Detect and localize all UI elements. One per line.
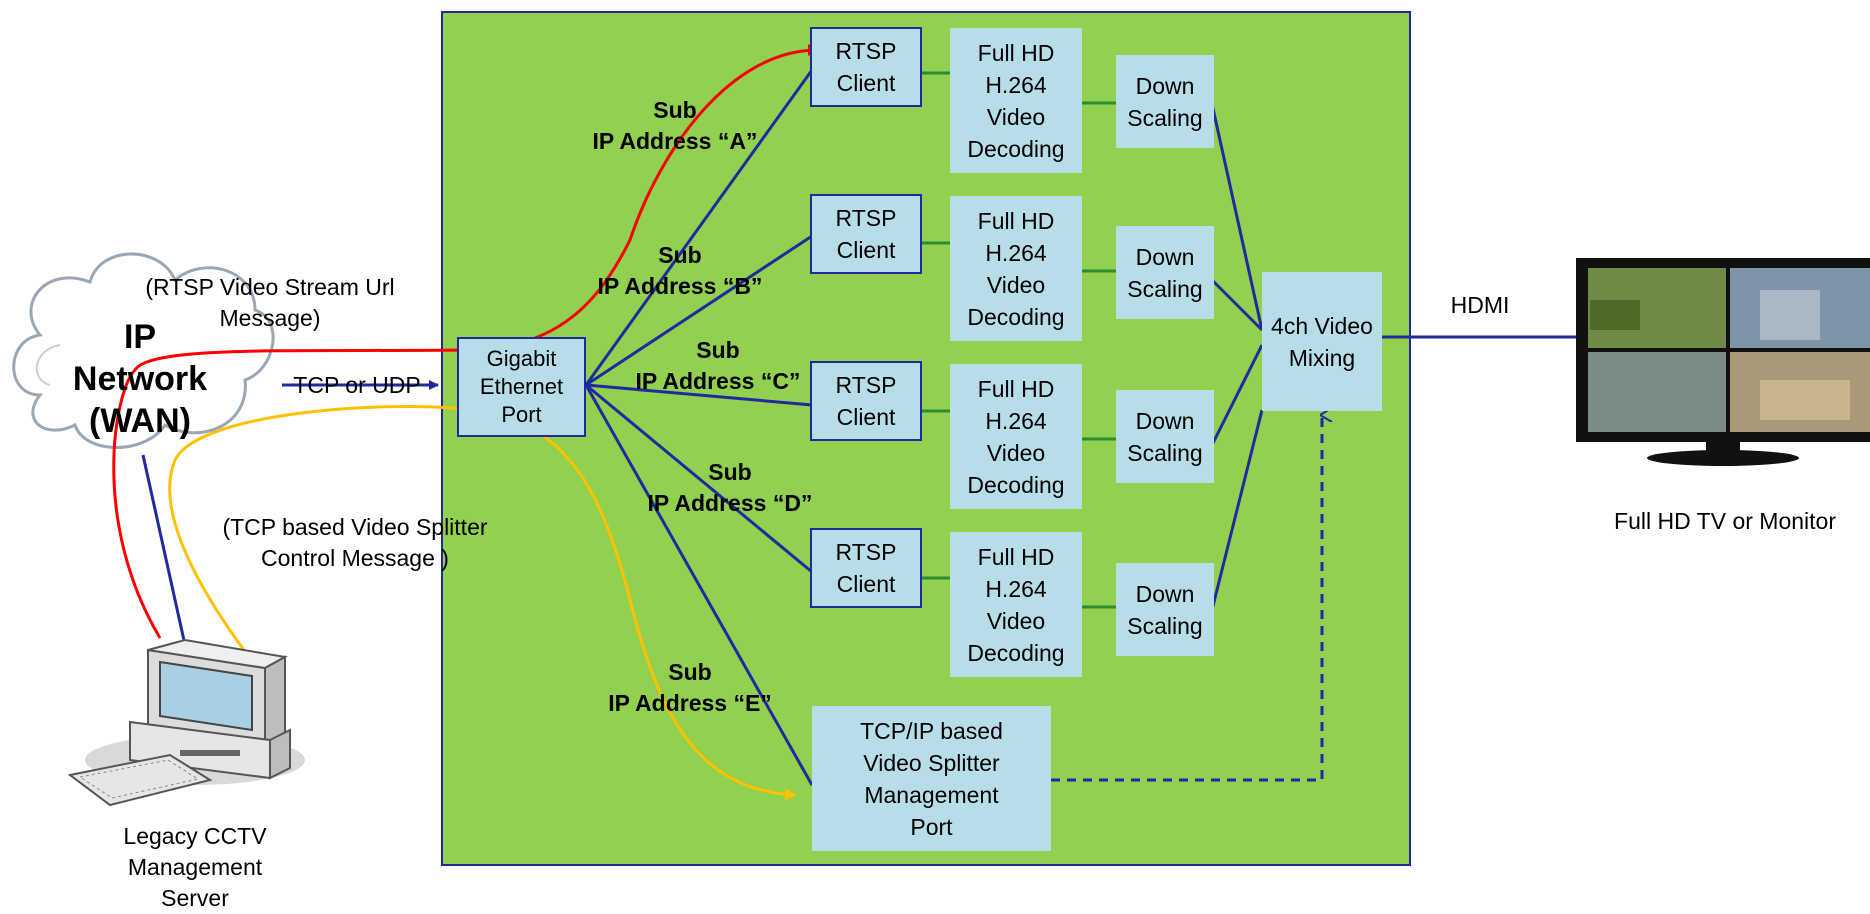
management-link [1051, 415, 1322, 782]
gigabit-ethernet-port: Gigabit Ethernet Port [457, 337, 586, 437]
tv-icon [1576, 258, 1870, 466]
sub-ip-a-label: Sub IP Address “A” [592, 97, 758, 154]
down-scaling-b: Down Scaling [1116, 226, 1214, 319]
tcp-udp-label: TCP or UDP [293, 372, 421, 398]
management-port: TCP/IP based Video Splitter Management P… [812, 706, 1051, 851]
down-scaling-d: Down Scaling [1116, 563, 1214, 656]
rtsp-client-d: RTSP Client [810, 528, 922, 608]
sub-ip-c-label: Sub IP Address “C” [635, 337, 801, 394]
decode-links [922, 71, 1116, 609]
decoder-a: Full HD H.264 Video Decoding [950, 28, 1082, 173]
tv-caption: Full HD TV or Monitor [1614, 508, 1836, 534]
down-scaling-a: Down Scaling [1116, 55, 1214, 148]
mix-links [1210, 103, 1264, 611]
rtsp-client-c: RTSP Client [810, 361, 922, 441]
rtsp-message-label: (RTSP Video Stream Url Message) [145, 274, 395, 331]
rtsp-message-path [112, 44, 820, 639]
decoder-d: Full HD H.264 Video Decoding [950, 532, 1082, 677]
rtsp-client-b: RTSP Client [810, 194, 922, 274]
sub-ip-d-label: Sub IP Address “D” [647, 459, 813, 516]
video-mixing-block: 4ch Video Mixing [1262, 272, 1382, 411]
ip-network-label: IP Network (WAN) [72, 318, 208, 440]
cloud-icon [12, 252, 275, 449]
computer-icon [67, 638, 305, 807]
sub-ip-e-label: Sub IP Address “E” [608, 659, 772, 716]
rtsp-client-a: RTSP Client [810, 27, 922, 107]
server-caption: Legacy CCTV Management Server [123, 823, 267, 911]
control-message-label: (TCP based Video Splitter Control Messag… [222, 514, 488, 571]
hdmi-label: HDMI [1450, 292, 1510, 318]
sub-ip-b-label: Sub IP Address “B” [597, 242, 763, 299]
decoder-b: Full HD H.264 Video Decoding [950, 196, 1082, 341]
down-scaling-c: Down Scaling [1116, 390, 1214, 483]
fanout-links [584, 69, 814, 786]
server-link [141, 454, 187, 646]
decoder-c: Full HD H.264 Video Decoding [950, 364, 1082, 509]
